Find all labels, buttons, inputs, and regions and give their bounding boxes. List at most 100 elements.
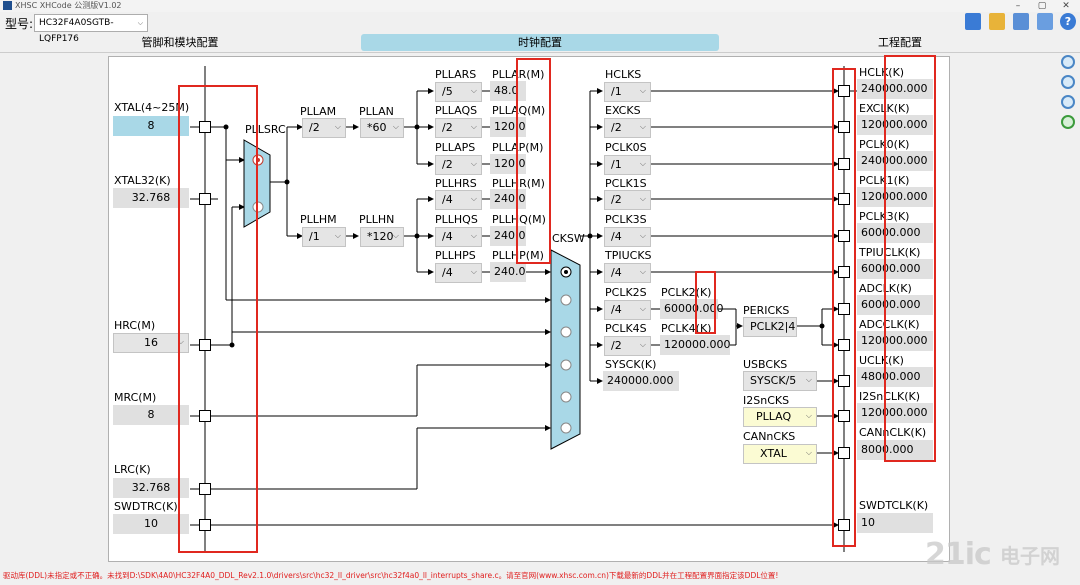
zoom-reset-icon[interactable]	[1061, 95, 1075, 109]
pllan-value: *60	[367, 121, 387, 134]
pclk0s-label: PCLK0S	[605, 141, 647, 154]
pclk0s-select[interactable]: /1⌵	[604, 155, 651, 175]
generate-icon[interactable]	[1013, 13, 1029, 30]
pllaps-label: PLLAPS	[435, 141, 476, 154]
pllhn-select[interactable]: *120⌵	[360, 227, 404, 247]
pclk3-value: 60000.000	[857, 223, 933, 243]
pllaqs-select[interactable]: /2⌵	[435, 118, 482, 138]
chevron-down-icon: ⌵	[137, 19, 143, 27]
pllhr-label: PLLHR(M)	[492, 177, 545, 190]
pllhps-select[interactable]: /4⌵	[435, 263, 482, 283]
chevron-down-icon: ⌵	[639, 231, 646, 240]
pclk1s-select[interactable]: /2⌵	[604, 190, 651, 210]
open-folder-icon[interactable]	[989, 13, 1005, 30]
pllhqs-select[interactable]: /4⌵	[435, 227, 482, 247]
sysck-label: SYSCK(K)	[605, 358, 657, 371]
copy-icon[interactable]	[1037, 13, 1053, 30]
tpiucks-label: TPIUCKS	[605, 249, 652, 262]
swdtrc-label: SWDTRC(K)	[114, 500, 178, 513]
i2sncks-select[interactable]: PLLAQ⌵	[743, 407, 817, 427]
pllhm-select[interactable]: /1⌵	[302, 227, 346, 247]
mrc-label: MRC(M)	[114, 391, 157, 404]
watermark-logo: 21ic	[925, 537, 992, 572]
chevron-down-icon: ⌵	[639, 159, 646, 168]
hclks-select[interactable]: /1⌵	[604, 82, 651, 102]
hrc-gate-checkbox[interactable]	[199, 339, 211, 351]
xtal32-gate-checkbox[interactable]	[199, 193, 211, 205]
adcclk-gate-checkbox[interactable]	[838, 339, 850, 351]
adclk-gate-checkbox[interactable]	[838, 303, 850, 315]
chevron-down-icon: ⌵	[805, 411, 812, 420]
xtal-input[interactable]: 8	[113, 116, 189, 136]
pclk3s-select[interactable]: /4⌵	[604, 227, 651, 247]
pclk4s-label: PCLK4S	[605, 322, 647, 335]
help-icon[interactable]: ?	[1060, 13, 1076, 30]
title-bar: XHSC XHCode 公测版V1.02 – ▢ ✕	[0, 0, 1080, 12]
pllan-label: PLLAN	[359, 105, 394, 118]
chevron-down-icon: ⌵	[470, 194, 477, 203]
chevron-down-icon: ⌵	[470, 86, 477, 95]
chevron-down-icon: ⌵	[470, 267, 477, 276]
output-values-highlight	[884, 55, 936, 462]
chevron-down-icon: ⌵	[334, 122, 341, 131]
swdtclk-gate-checkbox[interactable]	[838, 519, 850, 531]
pllhm-value: /1	[309, 230, 320, 243]
pllaqs-value: /2	[442, 121, 453, 134]
hclk-value: 240000.000	[857, 79, 933, 99]
pclk1-value: 120000.000	[857, 187, 933, 207]
mrc-gate-checkbox[interactable]	[199, 410, 211, 422]
maximize-icon[interactable]: ▢	[1037, 1, 1047, 11]
pclk1s-label: PCLK1S	[605, 177, 647, 190]
close-icon[interactable]: ✕	[1062, 1, 1070, 11]
exclk-gate-checkbox[interactable]	[838, 121, 850, 133]
pllhn-label: PLLHN	[359, 213, 395, 226]
canncks-select[interactable]: XTAL⌵	[743, 444, 817, 464]
tab-project-config[interactable]: 工程配置	[878, 36, 922, 49]
pericks-select[interactable]: PCLK2|4	[743, 317, 797, 337]
pclk0-gate-checkbox[interactable]	[838, 158, 850, 170]
exclk-value: 120000.000	[857, 115, 933, 135]
status-message: 驱动库(DDL)未指定或不正确。未找到D:\SDK\4A0\HC32F4A0_D…	[3, 571, 779, 580]
pllam-select[interactable]: /2⌵	[302, 118, 346, 138]
pclk4s-select[interactable]: /2⌵	[604, 336, 651, 356]
zoom-fit-icon[interactable]	[1061, 115, 1075, 129]
mrc-value: 8	[113, 405, 189, 425]
uclk-label: UCLK(K)	[859, 354, 904, 367]
pclk2s-label: PCLK2S	[605, 286, 647, 299]
tab-pin-module-config[interactable]: 管脚和模块配置	[141, 36, 219, 49]
pclk3-gate-checkbox[interactable]	[838, 230, 850, 242]
pllars-value: /5	[442, 85, 453, 98]
tpiuclk-gate-checkbox[interactable]	[838, 266, 850, 278]
xtal-gate-checkbox[interactable]	[199, 121, 211, 133]
pclk1-gate-checkbox[interactable]	[838, 193, 850, 205]
usbcks-select[interactable]: SYSCK/5⌵	[743, 371, 817, 391]
hrc-select[interactable]: 16⌵	[113, 333, 189, 353]
pllan-select[interactable]: *60⌵	[360, 118, 404, 138]
pllaps-select[interactable]: /2⌵	[435, 155, 482, 175]
pllaq-label: PLLAQ(M)	[492, 104, 546, 117]
minimize-icon[interactable]: –	[1015, 1, 1021, 11]
cannclk-gate-checkbox[interactable]	[838, 447, 850, 459]
pllars-select[interactable]: /5 ⌵	[435, 82, 482, 102]
pllhrs-select[interactable]: /4⌵	[435, 190, 482, 210]
pllar-label: PLLAR(M)	[492, 68, 545, 81]
swdtrc-gate-checkbox[interactable]	[199, 519, 211, 531]
uclk-gate-checkbox[interactable]	[838, 375, 850, 387]
pclk1s-value: /2	[611, 193, 622, 206]
lrc-gate-checkbox[interactable]	[199, 483, 211, 495]
pclk0-value: 240000.000	[857, 151, 933, 171]
model-select[interactable]: HC32F4A0SGTB-LQFP176 ⌵	[34, 14, 148, 44]
adcclk-value: 120000.000	[857, 331, 933, 351]
i2snclk-gate-checkbox[interactable]	[838, 410, 850, 422]
usbcks-label: USBCKS	[743, 358, 788, 371]
tpiucks-select[interactable]: /4⌵	[604, 263, 651, 283]
pclk2s-select[interactable]: /4⌵	[604, 300, 651, 320]
excks-select[interactable]: /2⌵	[604, 118, 651, 138]
tab-clock-config[interactable]: 时钟配置	[361, 34, 719, 51]
swdtclk-label: SWDTCLK(K)	[859, 499, 929, 512]
zoom-in-icon[interactable]	[1061, 55, 1075, 69]
zoom-out-icon[interactable]	[1061, 75, 1075, 89]
save-icon[interactable]	[965, 13, 981, 30]
hclk-gate-checkbox[interactable]	[838, 85, 850, 97]
